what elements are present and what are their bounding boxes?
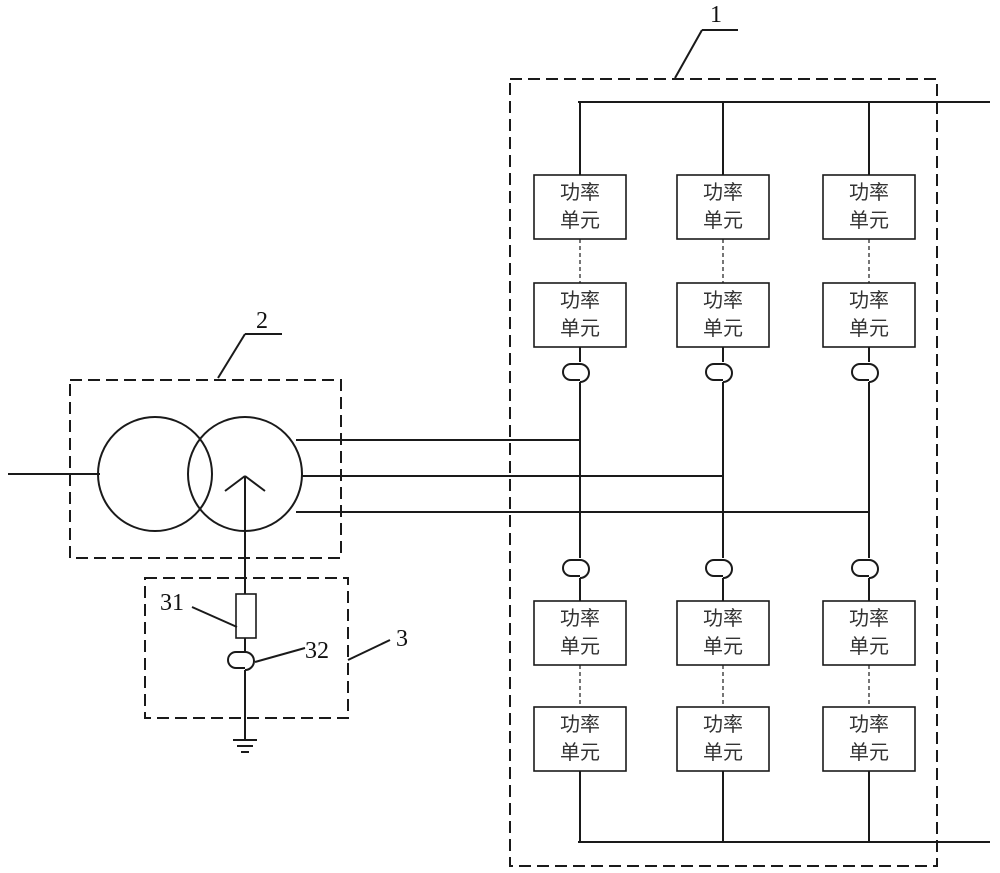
inductor-icon [705, 559, 733, 579]
inductor-icon [851, 363, 879, 383]
converter-frame [509, 78, 938, 867]
label-converter: 1 [710, 2, 722, 28]
power-unit-label-line1: 功率 [703, 180, 743, 204]
power-unit-label-line2: 单元 [849, 316, 889, 340]
power-unit-box [533, 600, 627, 666]
power-unit-box [676, 600, 770, 666]
power-unit-label-line2: 单元 [849, 634, 889, 658]
star-symbol [224, 475, 266, 497]
power-unit-label-line2: 单元 [560, 208, 600, 232]
power-unit-box [533, 706, 627, 772]
power-unit-label-line2: 单元 [849, 208, 889, 232]
power-unit-label-line2: 单元 [560, 740, 600, 764]
leader-3 [347, 639, 391, 661]
power-unit-label-line2: 单元 [703, 634, 743, 658]
power-unit-box [822, 600, 916, 666]
power-unit-label-line2: 单元 [560, 634, 600, 658]
label-inductor: 32 [305, 638, 329, 664]
primary-winding [97, 416, 213, 532]
power-unit-label-line1: 功率 [703, 712, 743, 736]
power-unit-label-line1: 功率 [703, 606, 743, 630]
inductor-icon [705, 363, 733, 383]
leader-2 [217, 333, 246, 379]
phase-columns: 功率单元功率单元功率单元功率单元功率单元功率单元功率单元功率单元功率单元功率单元… [533, 102, 916, 842]
power-unit-label-line1: 功率 [849, 606, 889, 630]
power-unit-label-line1: 功率 [849, 288, 889, 312]
power-unit-label-line1: 功率 [849, 180, 889, 204]
power-unit-box [533, 174, 627, 240]
power-unit-label-line1: 功率 [560, 712, 600, 736]
power-unit-label-line2: 单元 [703, 208, 743, 232]
leader-1 [674, 29, 703, 79]
grounding-frame [144, 577, 349, 719]
power-unit-label-line2: 单元 [849, 740, 889, 764]
power-unit-box [533, 282, 627, 348]
inductor-icon [562, 363, 590, 383]
power-unit-box [822, 706, 916, 772]
power-unit-label-line2: 单元 [703, 740, 743, 764]
label-resistor: 31 [160, 590, 184, 616]
inductor-icon [562, 559, 590, 579]
power-unit-label-line1: 功率 [703, 288, 743, 312]
leader-31 [191, 606, 238, 628]
power-unit-label-line2: 单元 [703, 316, 743, 340]
power-unit-label-line1: 功率 [560, 606, 600, 630]
transformer-frame [69, 379, 342, 559]
power-unit-label-line1: 功率 [560, 288, 600, 312]
power-unit-box [822, 282, 916, 348]
power-unit-label-line1: 功率 [849, 712, 889, 736]
power-unit-box [822, 174, 916, 240]
label-transformer: 2 [256, 308, 268, 334]
power-unit-label-line2: 单元 [560, 316, 600, 340]
grounding-inductor [227, 651, 255, 671]
label-grounding: 3 [396, 626, 408, 652]
power-unit-label-line1: 功率 [560, 180, 600, 204]
resistor [235, 593, 257, 639]
leader-32 [254, 647, 306, 663]
inductor-icon [851, 559, 879, 579]
